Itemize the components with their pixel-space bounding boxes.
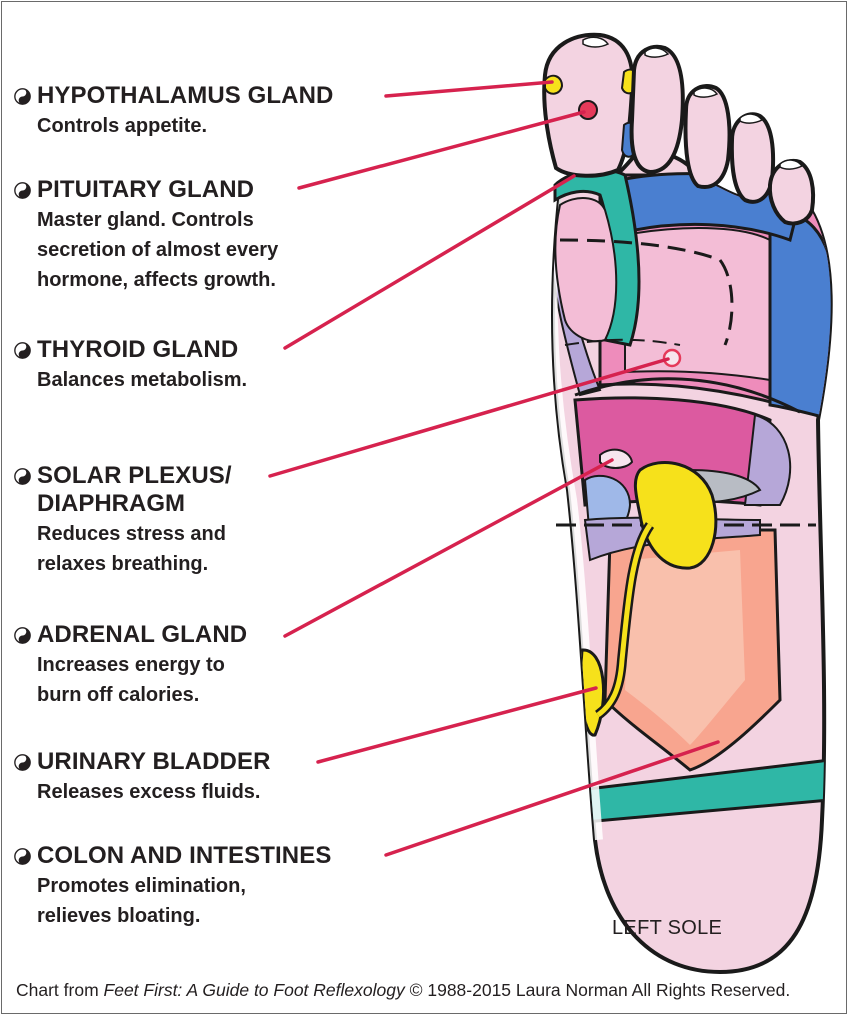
label-title: HYPOTHALAMUS GLAND	[37, 82, 334, 109]
leader-colon	[384, 740, 720, 857]
kidney-yellow	[633, 461, 718, 570]
leader-hypothalamus	[384, 80, 554, 98]
label-title: URINARY BLADDER	[37, 748, 271, 775]
label-description-line: Master gland. Controls	[37, 209, 254, 231]
yin-yang-icon	[14, 847, 31, 865]
toe-5	[767, 159, 816, 226]
leader-bladder	[316, 686, 598, 764]
yin-yang-icon	[14, 467, 31, 485]
diaphragm-line	[574, 377, 801, 414]
footer-book-title: Feet First: A Guide to Foot Reflexology	[103, 980, 405, 1000]
label-thyroid: THYROID GLAND Balances metabolism.	[14, 336, 247, 395]
toe-4-nail	[739, 113, 764, 124]
lung-zone	[624, 227, 771, 382]
label-title: COLON AND INTESTINES	[37, 842, 332, 869]
toe-5-nail	[779, 159, 804, 170]
yin-yang-icon	[14, 87, 31, 105]
leader-pituitary	[297, 110, 586, 190]
label-description-line: relieves bloating.	[37, 905, 201, 927]
footer-credit: Chart from Feet First: A Guide to Foot R…	[16, 980, 790, 1001]
diaphragm-dashed-line	[564, 338, 681, 346]
toe-3	[683, 84, 732, 189]
yin-yang-icon	[14, 626, 31, 644]
label-colon: COLON AND INTESTINES Promotes eliminatio…	[14, 842, 331, 931]
hypothalamus-point	[544, 74, 564, 95]
leader-thyroid	[283, 174, 576, 350]
label-description: Releases excess fluids.	[37, 781, 261, 803]
toe-2	[629, 44, 685, 175]
yin-yang-icon	[14, 341, 31, 359]
label-pituitary: PITUITARY GLAND Master gland. Controls s…	[14, 176, 278, 295]
label-solar-plexus: SOLAR PLEXUS/ DIAPHRAGM Reduces stress a…	[14, 462, 232, 579]
label-description: Reduces stress and relaxes breathing.	[14, 519, 232, 579]
label-hypothalamus: HYPOTHALAMUS GLAND Controls appetite.	[14, 82, 333, 141]
colon-inner-zone	[625, 550, 745, 745]
label-description: Promotes elimination, relieves bloating.	[14, 871, 331, 931]
label-description-line: relaxes breathing.	[37, 553, 209, 575]
label-description-line: burn off calories.	[37, 684, 200, 706]
footer-suffix: © 1988-2015 Laura Norman All Rights Rese…	[404, 980, 791, 1000]
leader-solar-plexus	[268, 357, 670, 478]
pituitary-point	[578, 100, 598, 120]
label-title: THYROID GLAND	[37, 336, 239, 363]
label-description-line: Increases energy to	[37, 654, 225, 676]
leader-adrenal	[283, 458, 614, 638]
label-title: SOLAR PLEXUS/	[37, 462, 232, 489]
label-bladder: URINARY BLADDER Releases excess fluids.	[14, 748, 271, 807]
side-label: LEFT SOLE	[612, 917, 723, 939]
ureter-fill	[596, 523, 653, 718]
label-description: Controls appetite.	[37, 115, 208, 137]
label-description: Master gland. Controls secretion of almo…	[14, 205, 278, 295]
label-description-line: Reduces stress and	[37, 523, 226, 545]
label-description-line: Promotes elimination,	[37, 875, 246, 897]
neck-zone	[554, 197, 618, 343]
spleen-zone	[743, 413, 792, 506]
footer-prefix: Chart from	[16, 980, 104, 1000]
shoulder-dashed-line	[559, 238, 734, 346]
toe-4	[729, 112, 776, 204]
label-title: ADRENAL GLAND	[37, 621, 248, 648]
yin-yang-icon	[14, 753, 31, 771]
big-toe-nail	[582, 36, 610, 48]
label-description: Balances metabolism.	[37, 369, 248, 391]
toe-3-nail	[693, 87, 719, 98]
label-description-line: secretion of almost every	[37, 239, 279, 261]
label-title: PITUITARY GLAND	[37, 176, 255, 203]
solar-plexus-point	[662, 348, 682, 368]
toe-2-nail	[644, 47, 670, 58]
label-adrenal: ADRENAL GLAND Increases energy to burn o…	[14, 621, 247, 710]
label-description: Increases energy to burn off calories.	[14, 650, 247, 710]
label-description-line: hormone, affects growth.	[37, 269, 276, 291]
label-title-line-2: DIAPHRAGM	[37, 490, 185, 517]
yin-yang-icon	[14, 181, 31, 199]
